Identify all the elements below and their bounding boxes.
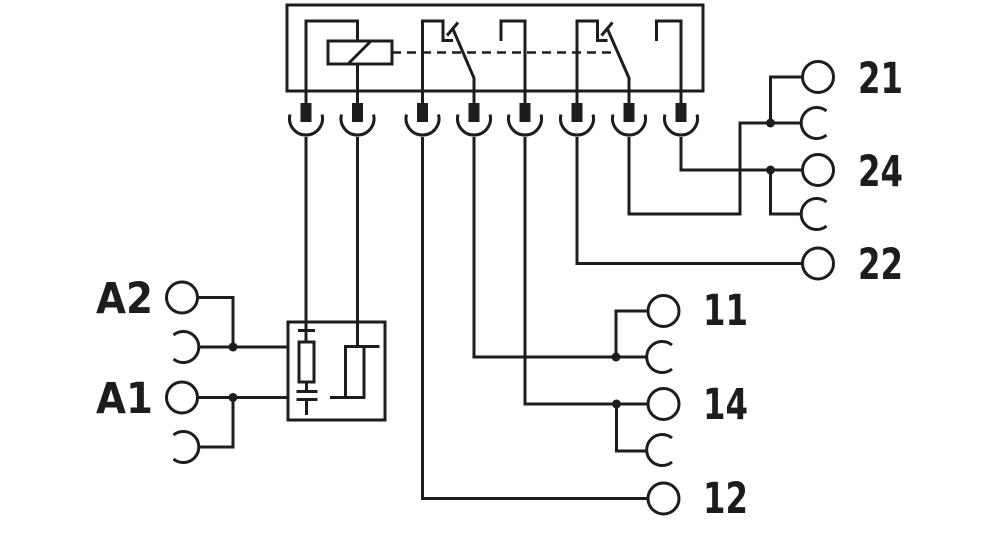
terminal-label-22: 22 bbox=[858, 240, 903, 290]
coil-diagonal bbox=[346, 39, 373, 66]
connector-pin bbox=[468, 103, 480, 122]
wire-a2-circle bbox=[197, 296, 235, 347]
bridge-socket-11 bbox=[645, 340, 673, 374]
terminal-11: 11 bbox=[645, 286, 748, 374]
bridge-socket-a2 bbox=[172, 330, 201, 364]
coil-lead-wire bbox=[304, 19, 359, 91]
connector-cup bbox=[611, 114, 647, 137]
wire-branch-11-circle bbox=[614, 309, 648, 357]
bridge-socket-21 bbox=[799, 106, 828, 140]
connector-pin bbox=[352, 103, 363, 122]
hysteresis-upper bbox=[344, 345, 380, 398]
junction-dot bbox=[228, 342, 238, 352]
connector-pin bbox=[300, 103, 312, 122]
terminal-circle-24 bbox=[801, 153, 835, 187]
resistor-icon bbox=[297, 340, 316, 384]
terminal-label-21: 21 bbox=[858, 54, 903, 104]
terminal-label-a2: A2 bbox=[96, 274, 153, 324]
nc-fixed-contact bbox=[421, 19, 445, 91]
contact-blade bbox=[605, 27, 631, 91]
terminal-circle-11 bbox=[646, 294, 681, 328]
wire-connector8-to-24 bbox=[679, 137, 803, 172]
plug-connector-4 bbox=[456, 91, 492, 137]
plug-connector-1 bbox=[288, 91, 324, 137]
connector-pin bbox=[519, 103, 531, 122]
blade-tip-tick bbox=[445, 21, 460, 37]
plug-connectors bbox=[288, 91, 699, 137]
relay-block-outline bbox=[285, 3, 705, 93]
terminal-circle-a1 bbox=[165, 380, 199, 415]
wire-connector3-to-12 bbox=[421, 137, 648, 500]
input-circuit-block bbox=[286, 320, 387, 422]
connector-pin bbox=[571, 103, 583, 122]
junction-dot bbox=[611, 352, 621, 362]
connector-cup bbox=[559, 114, 595, 137]
terminal-24: 24 bbox=[799, 147, 903, 231]
relay-block bbox=[285, 3, 705, 93]
wire-branch-14-fork bbox=[615, 404, 647, 453]
wire-branch-24-fork bbox=[769, 170, 802, 216]
terminal-label-a1: A1 bbox=[96, 374, 153, 424]
connector-cup bbox=[456, 114, 492, 137]
connector-pin bbox=[623, 103, 635, 122]
terminal-circle-12 bbox=[646, 481, 681, 516]
connector-cup bbox=[507, 114, 543, 137]
terminal-a2: A2 bbox=[96, 274, 201, 364]
wire-connector5-to-14 bbox=[523, 137, 648, 406]
nc-fixed-contact bbox=[575, 19, 599, 91]
resistor-body bbox=[297, 340, 316, 384]
no-fixed-contact bbox=[499, 19, 527, 91]
hysteresis-icon bbox=[330, 345, 380, 399]
wire-connector7-to-21 bbox=[627, 121, 771, 216]
contact-blade bbox=[451, 27, 476, 91]
connector-cup bbox=[404, 114, 441, 137]
wire-branch-21-circle bbox=[769, 75, 803, 123]
changeover-contact-2 bbox=[575, 19, 683, 91]
terminal-label-12: 12 bbox=[703, 474, 748, 524]
connector-cup bbox=[663, 114, 699, 137]
wire-connector6-to-22 bbox=[575, 137, 803, 265]
junction-dots bbox=[228, 118, 775, 409]
terminal-21: 21 bbox=[799, 54, 903, 140]
connector-pin bbox=[417, 103, 428, 122]
terminal-circle-22 bbox=[801, 246, 835, 281]
plug-connector-7 bbox=[611, 91, 647, 137]
terminal-circle-14 bbox=[646, 387, 681, 421]
junction-dot bbox=[766, 118, 775, 128]
terminal-12: 12 bbox=[646, 474, 748, 524]
bridge-socket-a1 bbox=[172, 430, 201, 464]
connector-cup bbox=[288, 114, 324, 137]
hysteresis-lower bbox=[330, 346, 366, 399]
connector-pin bbox=[675, 103, 687, 122]
plug-connector-2 bbox=[339, 91, 376, 137]
terminal-circle-a2 bbox=[165, 280, 199, 315]
changeover-contact-1 bbox=[421, 19, 527, 91]
terminal-label-14: 14 bbox=[703, 380, 748, 430]
junction-dot bbox=[766, 165, 775, 175]
no-fixed-contact bbox=[655, 19, 683, 91]
junction-dot bbox=[612, 399, 621, 409]
plug-connector-5 bbox=[507, 91, 543, 137]
junction-dot bbox=[228, 393, 238, 402]
terminal-a1: A1 bbox=[96, 374, 201, 464]
capacitor-icon bbox=[296, 390, 318, 401]
blade-tip-tick bbox=[600, 21, 614, 37]
terminal-14: 14 bbox=[645, 380, 748, 467]
plug-connector-3 bbox=[404, 91, 441, 137]
terminal-label-24: 24 bbox=[858, 147, 903, 197]
wire-connector4-to-11 bbox=[472, 137, 647, 359]
terminal-circle-21 bbox=[801, 60, 835, 94]
wire-a1-fork bbox=[198, 397, 235, 449]
connector-cup bbox=[339, 114, 376, 137]
plug-connector-6 bbox=[559, 91, 595, 137]
wires bbox=[197, 75, 803, 500]
input-block-outline bbox=[286, 320, 387, 422]
terminal-label-11: 11 bbox=[703, 286, 748, 336]
bridge-socket-14 bbox=[645, 433, 673, 467]
terminal-22: 22 bbox=[801, 240, 903, 290]
relay-coil-icon bbox=[326, 39, 394, 66]
plug-connector-8 bbox=[663, 91, 699, 137]
bridge-socket-24 bbox=[799, 197, 828, 231]
